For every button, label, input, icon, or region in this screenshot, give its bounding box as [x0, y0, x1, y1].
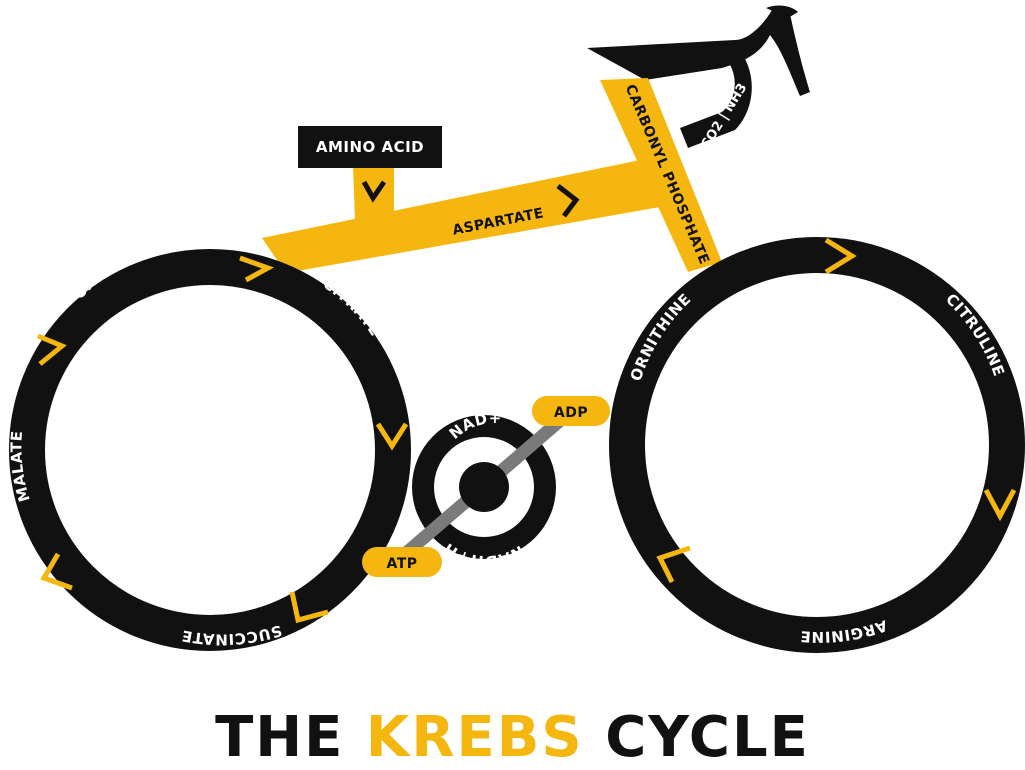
atp-label: ATP [386, 556, 417, 572]
left-wheel-chevron-icon [375, 422, 409, 451]
aspartate-chevron-icon [556, 184, 580, 218]
amino-acid-label: AMINO ACID [316, 138, 424, 156]
seat [298, 126, 442, 168]
title-the: THE [215, 705, 345, 770]
bike-frame [262, 78, 722, 273]
right-wheel-chevron-icon [983, 488, 1017, 522]
right-wheel-chevron-icon [824, 237, 857, 275]
aspartate-top-tube [262, 160, 660, 273]
diagram-title: THE KREBS CYCLE [0, 706, 1025, 770]
handlebar [587, 5, 810, 148]
left-wheel-chevron-icon [37, 333, 67, 366]
title-krebs: KREBS [365, 705, 584, 770]
carbonyl-phosphate-head-tube [600, 78, 722, 272]
title-cycle: CYCLE [605, 705, 810, 770]
adp-label: ADP [554, 405, 588, 421]
left-wheel-chevron-icon [289, 591, 329, 624]
crank-hub [459, 462, 509, 512]
crank [362, 396, 610, 577]
right-wheel-chevron-icon [656, 545, 691, 584]
left-wheel-chevron-icon [40, 552, 73, 591]
left-wheel [9, 249, 411, 651]
seat-post-chevron-icon [361, 180, 387, 203]
right-wheel [609, 237, 1025, 653]
left-wheel-chevron-icon [239, 255, 275, 283]
atp-pedal [362, 547, 442, 577]
adp-pedal [532, 396, 610, 426]
